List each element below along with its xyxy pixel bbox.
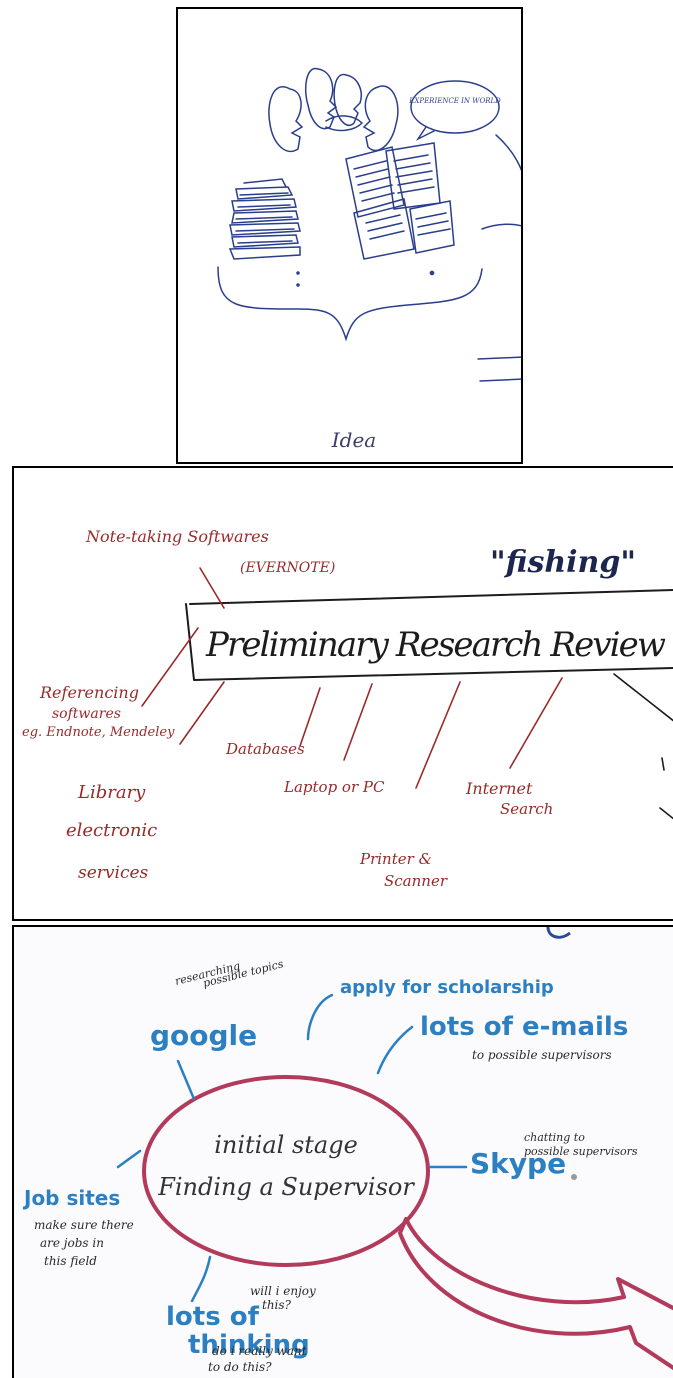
emails-note: to possible supervisors <box>472 1048 612 1062</box>
internet-label: Internet <box>465 779 533 798</box>
center-subtitle: Finding a Supervisor <box>157 1173 415 1201</box>
printer-label: Printer & <box>359 850 432 868</box>
connector-line <box>199 567 225 609</box>
idea-sketch-panel: EXPERIENCE IN WORLD Idea <box>176 7 523 464</box>
scholarship-label: apply for scholarship <box>340 977 554 998</box>
head-sketch <box>305 67 338 130</box>
library-label-2: electronic <box>66 820 157 841</box>
internet-label-2: Search <box>500 800 553 818</box>
skype-note: chatting to <box>524 1131 585 1144</box>
connector-line <box>141 627 199 707</box>
speech-bubble-text: EXPERIENCE IN WORLD <box>408 97 501 105</box>
skype-note-2: possible supervisors <box>524 1145 638 1158</box>
thinking-note-4: to do this? <box>208 1360 272 1374</box>
thinking-note-2: this? <box>262 1298 292 1312</box>
jobs-note: make sure there <box>34 1218 134 1232</box>
note-taking-sub: (EVERNOTE) <box>240 560 335 576</box>
laptop-label: Laptop or PC <box>283 778 385 796</box>
connector-line <box>190 1255 212 1303</box>
referencing-examples: eg. Endnote, Mendeley <box>22 725 175 740</box>
library-label: Library <box>77 782 146 803</box>
thinking-label: lots of <box>166 1302 260 1332</box>
databases-label: Databases <box>225 740 305 758</box>
transition-arrow <box>398 1217 673 1371</box>
head-sketch <box>362 85 399 152</box>
idea-sketch-drawing: EXPERIENCE IN WORLD Idea <box>217 67 521 452</box>
thinking-note-3: do i really want <box>212 1344 307 1358</box>
printer-label-2: Scanner <box>384 872 448 890</box>
connector-line <box>116 1149 142 1169</box>
papers-sketch <box>345 142 455 260</box>
head-sketch <box>333 73 362 127</box>
referencing-label-2: softwares <box>52 706 121 722</box>
initial-stage-drawing: initial stage Finding a Supervisor googl… <box>22 927 673 1374</box>
library-label-3: services <box>78 863 149 883</box>
thinking-note: will i enjoy <box>250 1284 316 1298</box>
initial-stage-panel: initial stage Finding a Supervisor googl… <box>12 925 673 1378</box>
research-review-drawing: "fishing" Preliminary Research Review No… <box>22 527 673 890</box>
google-label: google <box>150 1019 257 1052</box>
brace-shape <box>217 266 483 342</box>
speech-bubble <box>410 80 500 134</box>
research-review-title: Preliminary Research Review <box>205 625 666 665</box>
referencing-label: Referencing <box>39 683 139 702</box>
skype-label: Skype <box>470 1147 566 1180</box>
job-sites-label: Job sites <box>22 1186 120 1210</box>
book-stack-sketch <box>228 178 301 260</box>
idea-caption: Idea <box>331 428 376 452</box>
emails-label: lots of e-mails <box>420 1012 628 1042</box>
thinking-label-2: thinking <box>188 1330 310 1360</box>
connector-line <box>343 683 373 761</box>
center-circle <box>142 1075 430 1267</box>
connector-line <box>179 681 225 745</box>
fishing-quote: "fishing" <box>490 545 636 580</box>
google-note-2: possible topics <box>202 957 285 990</box>
note-taking-label: Note-taking Softwares <box>85 527 269 546</box>
research-review-panel: "fishing" Preliminary Research Review No… <box>12 466 673 921</box>
head-sketch <box>268 86 304 153</box>
connector-line <box>509 677 563 769</box>
title-box <box>185 589 673 681</box>
connector-line <box>306 993 334 1041</box>
connector-line <box>299 687 321 747</box>
center-title: initial stage <box>214 1131 358 1159</box>
jobs-note-2: are jobs in <box>40 1236 104 1250</box>
connector-line <box>415 681 461 789</box>
jobs-note-3: this field <box>44 1254 97 1268</box>
connector-line <box>376 1025 414 1075</box>
connector-line <box>176 1059 196 1101</box>
